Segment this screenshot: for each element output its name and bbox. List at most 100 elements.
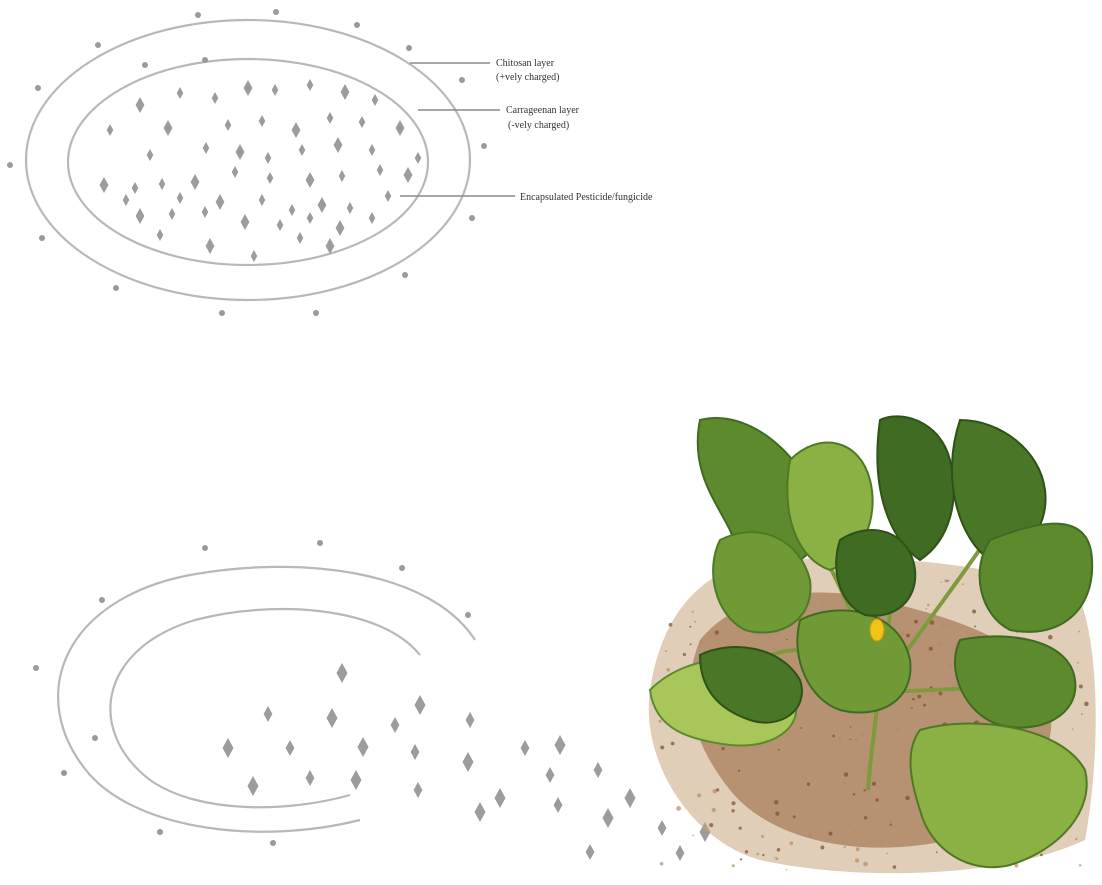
soil-grain — [886, 853, 888, 855]
released-particle — [676, 845, 685, 861]
released-particle — [625, 788, 636, 808]
soil-grain — [926, 608, 928, 610]
soil-grain — [917, 695, 921, 699]
soil-grain — [838, 738, 842, 742]
particle — [369, 212, 376, 224]
charge-dot — [219, 310, 225, 316]
soil-grain — [731, 809, 734, 812]
charge-dot — [95, 42, 101, 48]
soil-grain — [889, 819, 893, 823]
soil-grain — [774, 800, 778, 804]
particle — [123, 194, 130, 206]
soil-grain — [765, 798, 767, 800]
charge-dot — [406, 45, 412, 51]
soil-grain — [847, 822, 850, 825]
inner-shell-open — [110, 609, 420, 807]
label-carrageenan-line1: Carrageenan layer — [506, 105, 580, 116]
soil-grain — [712, 808, 716, 812]
released-particle — [351, 770, 362, 790]
charge-dot — [142, 62, 148, 68]
particle — [203, 142, 210, 154]
released-particle — [358, 737, 369, 757]
soil-grain — [671, 742, 675, 746]
soil-grain — [863, 769, 866, 772]
particle — [359, 116, 366, 128]
soil-grain — [692, 611, 694, 613]
soil-grain — [692, 835, 694, 837]
soil-grain — [911, 707, 913, 709]
soil-grain — [962, 583, 964, 585]
soil-grain — [948, 664, 952, 668]
particle — [372, 94, 379, 106]
soil-grain — [694, 621, 696, 623]
released-particle — [586, 844, 595, 860]
released-particle — [415, 695, 426, 715]
soil-grain — [659, 720, 662, 723]
particle — [404, 167, 413, 183]
particle — [191, 174, 200, 190]
released-particle — [521, 740, 530, 756]
particle — [136, 208, 145, 224]
intact-capsule — [7, 9, 487, 316]
particle — [385, 190, 392, 202]
soil-grain — [820, 846, 824, 850]
particle — [244, 80, 253, 96]
released-particle — [264, 706, 273, 722]
released-particle — [554, 797, 563, 813]
particle — [297, 232, 304, 244]
particle — [259, 194, 266, 206]
charge-dot — [99, 597, 105, 603]
released-particle — [555, 735, 566, 755]
flower-bud — [870, 619, 884, 641]
particle — [306, 172, 315, 188]
soil-grain — [974, 626, 976, 628]
soil-grain — [926, 652, 929, 655]
particle — [107, 124, 114, 136]
particle — [251, 250, 258, 262]
charge-dot — [459, 77, 465, 83]
soil-grain — [690, 643, 692, 645]
leaf — [836, 530, 915, 616]
soil-grain — [756, 853, 759, 856]
charge-dot — [399, 565, 405, 571]
soil-grain — [772, 647, 776, 651]
soil-grain — [667, 668, 671, 672]
soil-grain — [838, 736, 840, 738]
soil-grain — [1048, 635, 1053, 640]
soil-grain — [723, 627, 725, 629]
soil-grain — [905, 796, 910, 801]
charge-dot — [39, 235, 45, 241]
released-particle — [603, 808, 614, 828]
particle — [177, 192, 184, 204]
particle — [339, 170, 346, 182]
particle — [216, 194, 225, 210]
particle — [334, 137, 343, 153]
particle — [177, 87, 184, 99]
particle — [369, 144, 376, 156]
soil-grain — [972, 610, 976, 614]
particle — [212, 92, 219, 104]
charge-dot — [354, 22, 360, 28]
soil-grain — [809, 833, 813, 837]
outer-chitosan-shell — [26, 20, 470, 300]
soil-grain — [855, 858, 859, 862]
soil-grain — [876, 798, 879, 801]
released-particle — [286, 740, 295, 756]
charge-dot — [7, 162, 13, 168]
particle — [159, 178, 166, 190]
released-particle — [337, 663, 348, 683]
soil-grain — [800, 727, 802, 729]
released-particle — [248, 776, 259, 796]
soil-grain — [660, 862, 664, 866]
soil-grain — [936, 851, 938, 853]
soil-grain — [822, 605, 825, 608]
soil-grain — [808, 762, 810, 764]
soil-grain — [861, 733, 865, 737]
outer-shell-open — [58, 567, 475, 832]
particle — [225, 119, 232, 131]
particle — [336, 220, 345, 236]
charge-dot — [33, 665, 39, 671]
particle — [326, 238, 335, 254]
particle — [206, 238, 215, 254]
